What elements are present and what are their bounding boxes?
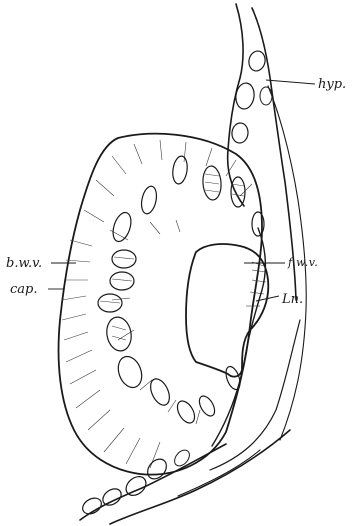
lower-duct — [80, 430, 290, 524]
label-bwv: b.w.v. — [6, 256, 42, 271]
label-fwv: f.w.v. — [287, 256, 318, 269]
label-cap: cap. — [10, 282, 38, 297]
label-ln: Ln. — [281, 292, 303, 307]
leader-lines — [48, 263, 285, 301]
label-hyp: hyp. — [318, 77, 346, 92]
